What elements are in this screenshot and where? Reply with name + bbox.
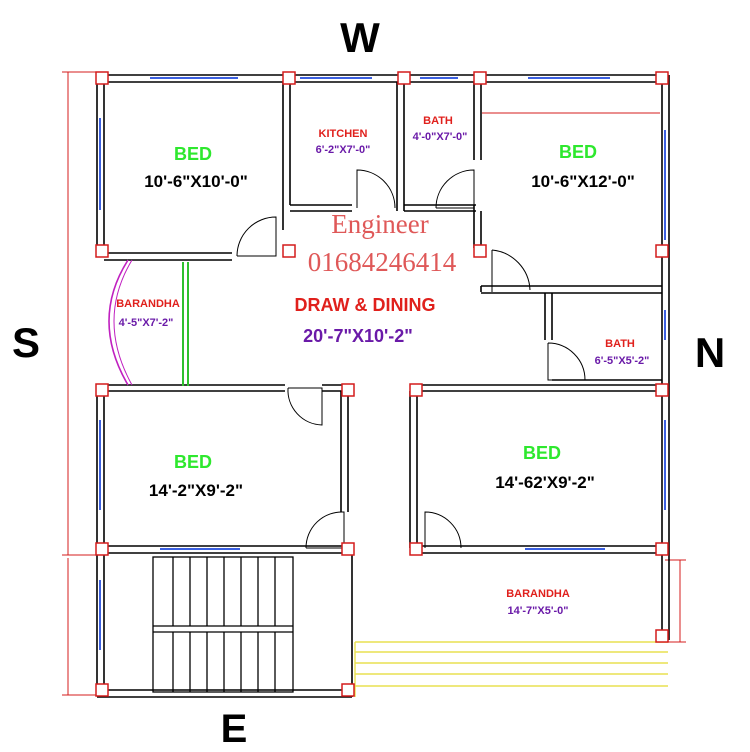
- columns: [95, 71, 669, 697]
- compass-east: E: [221, 707, 248, 751]
- compass-west: W: [340, 14, 380, 61]
- bed-nw-label: BED: [174, 144, 212, 164]
- draw-dining-label: DRAW & DINING: [295, 295, 436, 315]
- entrance-steps: [354, 641, 668, 697]
- kitchen-label: KITCHEN: [319, 128, 368, 140]
- dimension-lines: [62, 71, 686, 696]
- barandha-w-size: 4'-5"X7'-2": [119, 317, 174, 329]
- sliding-door: [182, 262, 189, 386]
- barandha-s-label: BARANDHA: [506, 588, 570, 600]
- barandha-s-size: 14'-7"X5'-0": [508, 605, 569, 617]
- bed-se-size: 14'-62'X9'-2": [495, 473, 595, 492]
- bath-top-size: 4'-0"X7'-0": [413, 131, 468, 143]
- walls: [96, 74, 670, 698]
- draw-dining-size: 20'-7"X10'-2": [303, 326, 413, 346]
- bath-top-label: BATH: [423, 115, 453, 127]
- bed-nw-size: 10'-6"X10'-0": [144, 172, 248, 191]
- staircase: [152, 556, 294, 693]
- compass-north: N: [695, 329, 725, 376]
- compass-south: S: [12, 319, 40, 366]
- bed-sw-label: BED: [174, 452, 212, 472]
- bed-nne-label: BED: [559, 142, 597, 162]
- kitchen-size: 6'-2"X7'-0": [316, 144, 371, 156]
- bed-nne-size: 10'-6"X12'-0": [531, 172, 635, 191]
- windows: [99, 77, 666, 650]
- bed-se-label: BED: [523, 443, 561, 463]
- door-swings: [236, 169, 586, 549]
- barandha-arc: [108, 259, 129, 386]
- bed-sw-size: 14'-2"X9'-2": [149, 481, 243, 500]
- watermark-line2: 01684246414: [308, 247, 457, 277]
- watermark-line1: Engineer: [331, 209, 428, 239]
- bath-right-label: BATH: [605, 338, 635, 350]
- barandha-w-label: BARANDHA: [116, 298, 180, 310]
- bath-right-size: 6'-5"X5'-2": [595, 355, 650, 367]
